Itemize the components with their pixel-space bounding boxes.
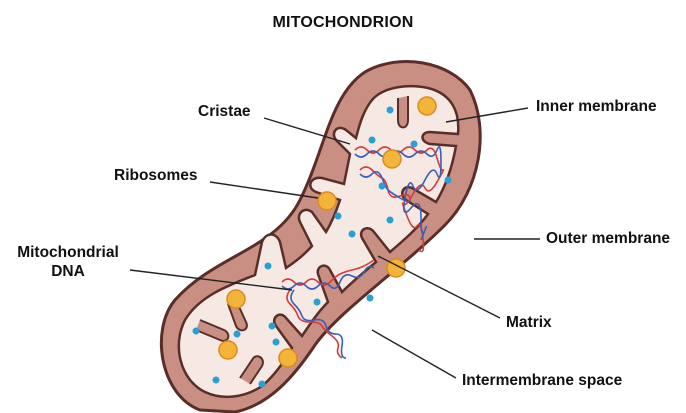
label-intermembrane-space: Intermembrane space xyxy=(462,371,622,390)
granule xyxy=(349,231,356,238)
ribosome xyxy=(318,192,336,210)
ribosome xyxy=(279,349,297,367)
label-cristae: Cristae xyxy=(198,102,251,121)
granule xyxy=(369,137,376,144)
label-mitochondrial-dna-line1: Mitochondrial xyxy=(8,243,128,262)
granule xyxy=(265,263,272,270)
label-matrix: Matrix xyxy=(506,313,552,332)
label-mitochondrial-dna: Mitochondrial DNA xyxy=(8,243,128,281)
granule xyxy=(387,107,394,114)
granule xyxy=(314,299,321,306)
granule xyxy=(445,177,452,184)
granule xyxy=(335,213,342,220)
granule xyxy=(367,295,374,302)
label-ribosomes: Ribosomes xyxy=(114,166,198,185)
matrix-leader xyxy=(378,256,500,318)
label-outer-membrane: Outer membrane xyxy=(546,229,670,248)
granule xyxy=(234,331,241,338)
label-mitochondrial-dna-line2: DNA xyxy=(8,262,128,281)
granule xyxy=(387,217,394,224)
granule xyxy=(213,377,220,384)
granule xyxy=(269,323,276,330)
diagram-title: MITOCHONDRION xyxy=(0,14,686,32)
crista-fold xyxy=(398,96,408,128)
ribosome xyxy=(219,341,237,359)
granule xyxy=(259,381,266,388)
intermembrane-leader xyxy=(372,330,456,378)
ribosome xyxy=(383,150,401,168)
granule xyxy=(379,183,386,190)
granule xyxy=(411,141,418,148)
granule xyxy=(193,328,200,335)
granule xyxy=(273,339,280,346)
ribosome xyxy=(227,290,245,308)
ribosome xyxy=(418,97,436,115)
ribosomes-leader xyxy=(210,182,318,198)
label-inner-membrane: Inner membrane xyxy=(536,97,657,116)
